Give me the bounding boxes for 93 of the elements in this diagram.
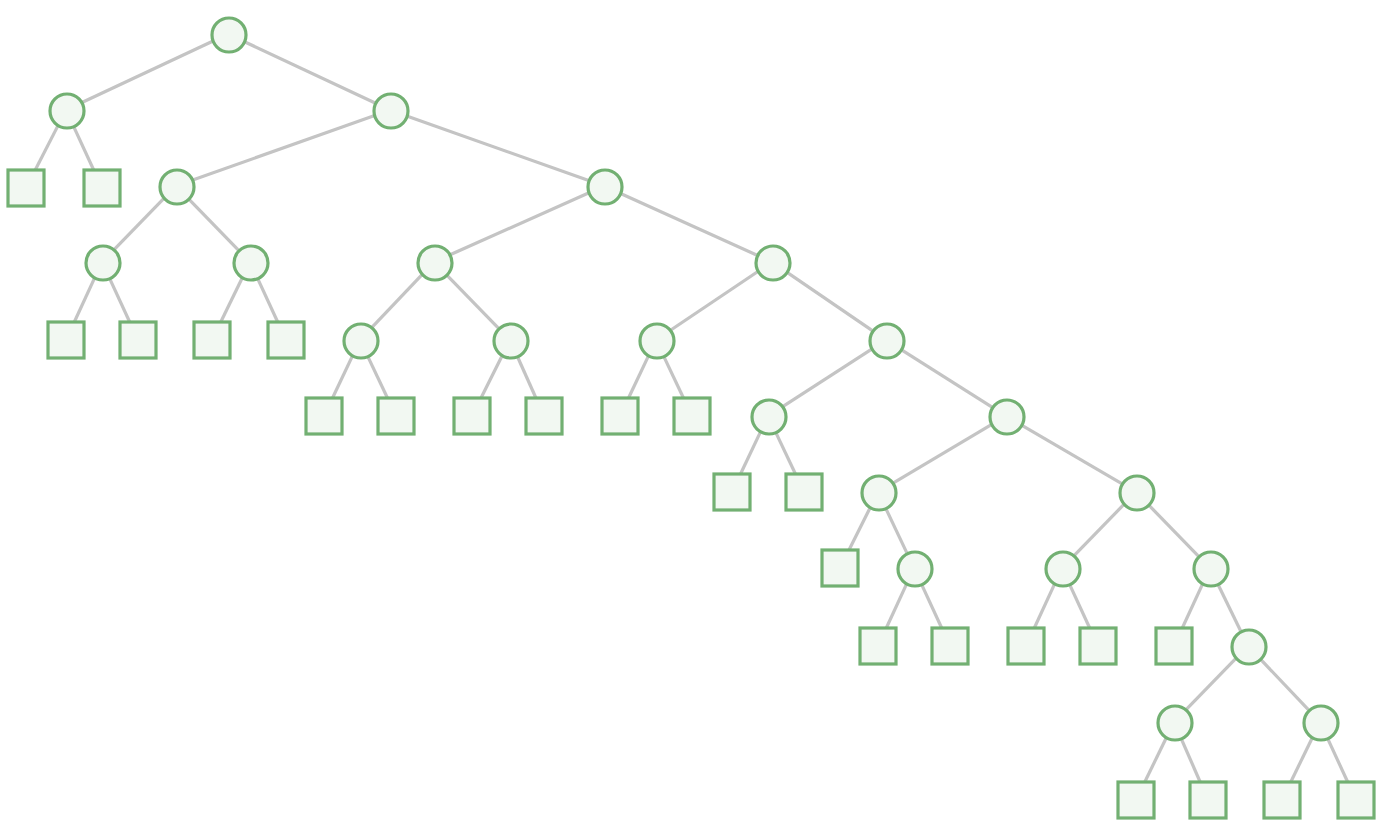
leaf-node-square xyxy=(820,548,860,588)
tree-node-circle xyxy=(415,243,453,281)
connector-line xyxy=(515,354,538,399)
leaf-node-square xyxy=(784,472,824,512)
connector-line xyxy=(186,197,240,251)
tree-node-circle xyxy=(47,91,85,129)
connector-line xyxy=(33,124,60,171)
leaf-node-square xyxy=(672,396,712,436)
connector-line xyxy=(1032,582,1057,629)
tree-node-circle xyxy=(749,397,787,435)
connector-line xyxy=(1258,657,1310,711)
connector-line xyxy=(365,354,389,399)
leaf-node-square xyxy=(376,396,416,436)
tree-node-circle xyxy=(895,549,933,587)
tree-node-circle xyxy=(1155,703,1193,741)
connector-line xyxy=(661,354,685,399)
tree-node-circle xyxy=(637,321,675,359)
leaf-node-square xyxy=(712,472,752,512)
connector-line xyxy=(669,270,759,332)
leaf-node-square xyxy=(1116,780,1156,820)
leaf-node-square xyxy=(82,168,122,208)
connector-line xyxy=(331,354,355,399)
leaf-node-square xyxy=(266,320,306,360)
tree-node-circle xyxy=(585,167,623,205)
connector-line xyxy=(899,347,993,409)
leaf-node-square xyxy=(1188,780,1228,820)
connector-line xyxy=(219,276,244,323)
tree-node-circle xyxy=(753,243,791,281)
connector-line xyxy=(405,114,589,182)
connector-line xyxy=(1143,736,1168,783)
leaf-node-square xyxy=(6,168,46,208)
tree-node-circle xyxy=(1043,549,1081,587)
connector-line xyxy=(618,191,758,257)
tree-node-circle xyxy=(1301,703,1339,741)
leaf-node-square xyxy=(930,626,970,666)
tree-node-circle xyxy=(231,243,269,281)
tree-node-circle xyxy=(1229,627,1267,665)
tree-node-circle xyxy=(341,321,379,359)
connector-line xyxy=(1184,657,1238,711)
tree-node-circle xyxy=(371,91,409,129)
connector-line xyxy=(191,114,375,182)
leaf-node-square xyxy=(1006,626,1046,666)
tree-node-circle xyxy=(1117,473,1155,511)
connector-line xyxy=(71,124,96,171)
tree-node-circle xyxy=(491,321,529,359)
connector-line xyxy=(370,273,424,329)
connector-line xyxy=(1179,736,1202,783)
leaf-node-square xyxy=(524,396,564,436)
leaf-node-square xyxy=(1078,626,1118,666)
connector-line xyxy=(1325,736,1350,783)
connector-line xyxy=(448,191,590,257)
leaf-node-square xyxy=(858,626,898,666)
connector-line xyxy=(1289,736,1314,783)
leaf-node-square xyxy=(600,396,640,436)
connector-line xyxy=(773,430,797,475)
connector-line xyxy=(627,354,651,399)
connector-line xyxy=(1067,582,1092,629)
tree-node-circle xyxy=(1191,549,1229,587)
connector-line xyxy=(883,506,909,554)
connector-line xyxy=(1180,582,1205,629)
connector-line xyxy=(72,276,97,323)
connector-line xyxy=(919,582,944,629)
tree-node-circle xyxy=(157,167,195,205)
connector-line xyxy=(112,197,166,251)
connector-line xyxy=(781,347,873,409)
connector-line xyxy=(847,506,872,551)
leaf-node-square xyxy=(1262,780,1302,820)
leaf-node-square xyxy=(452,396,492,436)
tree-node-circle xyxy=(867,321,905,359)
connector-line xyxy=(242,39,376,105)
tree-node-circle xyxy=(83,243,121,281)
connector-line xyxy=(1146,503,1200,557)
tree-node-circle xyxy=(987,397,1025,435)
leaf-node-square xyxy=(118,320,158,360)
tree-node-circle xyxy=(859,473,897,511)
connector-line xyxy=(479,354,504,399)
tree-node-circle xyxy=(209,15,247,53)
connector-line xyxy=(1019,423,1123,485)
leaf-node-square xyxy=(1336,780,1376,820)
connector-line xyxy=(107,276,132,323)
connector-line xyxy=(80,39,214,105)
leaf-node-square xyxy=(1154,626,1194,666)
connector-line xyxy=(1072,503,1126,557)
connector-line xyxy=(884,582,909,629)
leaf-node-square xyxy=(46,320,86,360)
connector-line xyxy=(1216,582,1242,632)
connector-line xyxy=(785,270,873,332)
connector-line xyxy=(444,273,500,329)
connector-line xyxy=(891,423,993,485)
leaf-node-square xyxy=(192,320,232,360)
connector-line xyxy=(255,276,280,323)
leaf-node-square xyxy=(304,396,344,436)
connector-line xyxy=(739,430,763,475)
